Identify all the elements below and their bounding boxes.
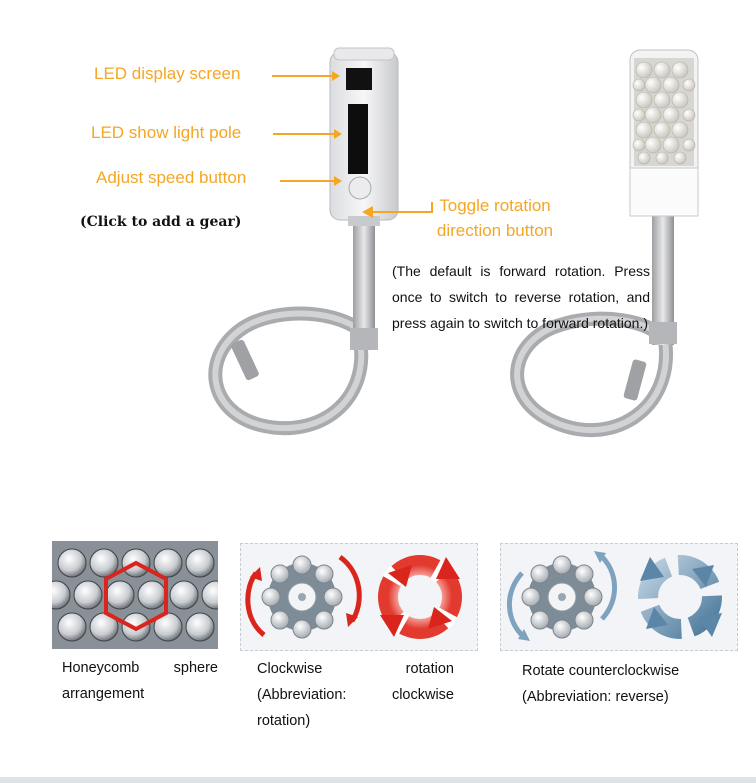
caption-clockwise: Clockwise rotation (Abbreviation: clockw… [257,661,454,729]
honeycomb-image [52,541,218,649]
arrow-toggle-rotation [362,202,433,218]
caption-counterclockwise: Rotate counterclockwise (Abbreviation: r… [522,663,680,705]
arrow-led-pole [273,129,342,139]
toggle-line-1: Toggle rotation [439,196,551,215]
toggle-line-2: direction button [436,221,554,240]
arrow-led-display [272,71,340,81]
caption-honeycomb: Honeycomb sphere arrangement [62,660,218,702]
clockwise-image [245,554,463,640]
label-adjust-speed: Adjust speed button [96,168,247,187]
bottom-bar [0,777,756,783]
label-led-display: LED display screen [94,64,241,83]
device-front-image [208,47,399,436]
device-back-image [510,49,699,437]
click-note: (Click to add a gear) [80,214,242,230]
default-rotation-note: (The default is forward rotation. Press … [392,263,650,331]
label-led-pole: LED show light pole [91,123,242,142]
counterclockwise-image [507,551,723,641]
arrow-adjust-speed [280,176,342,186]
label-toggle-rotation: Toggle rotation direction button [420,193,570,243]
